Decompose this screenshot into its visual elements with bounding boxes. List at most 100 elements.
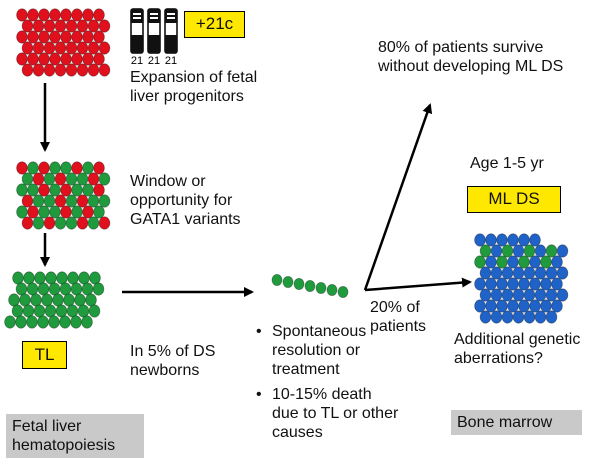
cell [21,63,34,77]
cell [60,183,72,197]
cell [518,277,530,291]
cell [60,30,72,44]
cell [71,161,83,175]
cell [82,161,94,175]
cell [534,310,547,324]
cell [82,52,94,66]
aberrations-line-1: Additional genetic [454,331,581,348]
cell [545,244,558,258]
cell [21,19,34,33]
tl-box: TL [22,341,67,369]
bullet-resolution-line-1: Spontaneous [272,323,367,340]
cell [551,277,563,291]
expansion-text: Expansion of fetal liver progenitors [130,68,257,106]
age-text: Age 1-5 yr [470,155,544,172]
cell [48,282,61,296]
cell [54,41,67,55]
cell [8,293,20,307]
cell [54,19,67,33]
cell [32,216,45,230]
cell [60,161,72,175]
cell [30,293,42,307]
cell [512,266,525,280]
cell [98,216,111,230]
cell [545,266,558,280]
cell [60,52,72,66]
cell [76,19,89,33]
cell [87,63,100,77]
cell [38,161,50,175]
cell [32,63,45,77]
cell [518,233,530,247]
cell [43,194,56,208]
cell [496,255,508,269]
cell [38,52,50,66]
survival-line-1: 80% of patients survive [378,39,544,56]
ds-newborns-text: In 5% of DS newborns [130,342,215,380]
fetal-liver-label: Fetal liver hematopoiesis [6,414,144,458]
expansion-line-1: Expansion of fetal [130,69,258,86]
cell [315,281,327,294]
cell [15,315,27,329]
cell [49,8,61,22]
cell [556,266,569,280]
cell [74,293,86,307]
cell [49,30,61,44]
cell [49,183,61,197]
arrow-to-survival [363,103,433,291]
cell [38,8,50,22]
cell-cluster-red [16,8,111,77]
bullet-resolution-line-2: resolution or [272,342,361,359]
window-line-3: GATA1 variants [130,211,241,228]
cell [56,271,68,285]
cell [76,41,89,55]
cell [38,30,50,44]
cell [529,277,541,291]
cell [529,299,541,313]
cell [67,271,79,285]
cell [98,63,111,77]
cell [282,275,294,288]
cell [59,315,71,329]
cell [479,310,492,324]
cell [556,288,569,302]
cell [534,288,547,302]
cell [38,205,50,219]
mlds-box: ML DS [467,186,561,213]
cell [27,161,39,175]
cell [54,194,67,208]
cell [518,299,530,313]
cell [534,266,547,280]
cell [545,310,558,324]
cell [27,205,39,219]
cell [16,8,28,22]
percent-text: 20% of patients [370,298,426,336]
trisomy-21c-badge: +21c [184,11,245,38]
cell [474,299,486,313]
cell [529,233,541,247]
percent-line-1: 20% of [370,299,420,316]
cell [37,315,49,329]
cell [32,41,45,55]
cell [523,244,536,258]
cell [63,293,75,307]
cell [71,30,83,44]
cell [529,255,541,269]
cell [71,205,83,219]
fetal-liver-line-1: Fetal liver [12,418,82,435]
cell [16,30,28,44]
cell [85,293,97,307]
cell [70,315,82,329]
cell [26,315,38,329]
cell [540,277,552,291]
cell [49,161,61,175]
cell [49,52,61,66]
cell [26,282,39,296]
cell [496,299,508,313]
cell [540,299,552,313]
cell [60,8,72,22]
cell [54,63,67,77]
cell [501,310,514,324]
